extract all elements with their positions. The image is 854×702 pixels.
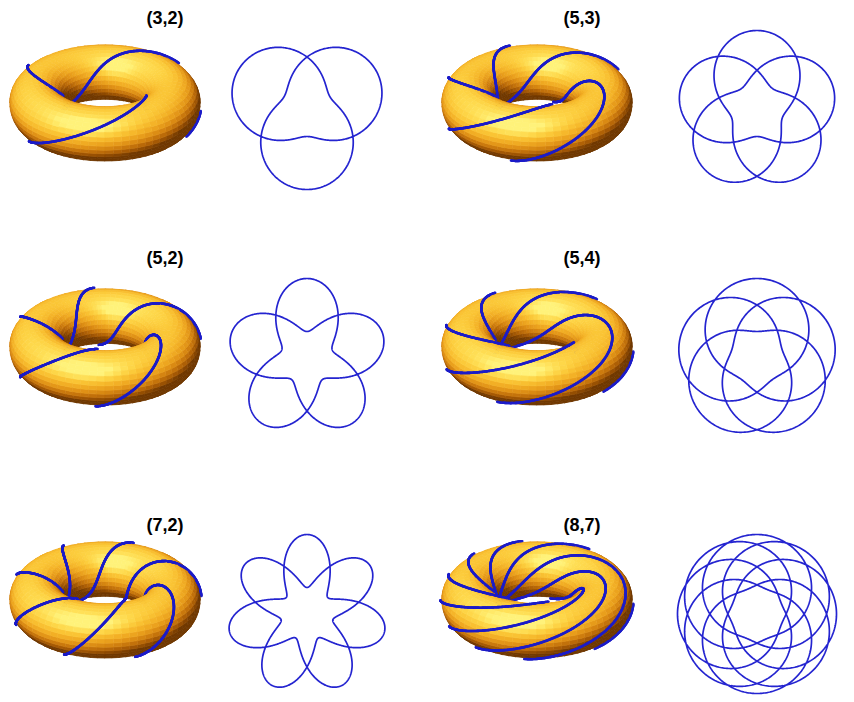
knot-curve	[186, 136, 187, 137]
torus-surface	[129, 130, 137, 136]
torus-surface	[97, 142, 105, 147]
torus-surface	[90, 123, 98, 128]
knot-figure	[442, 31, 835, 183]
torus-surface	[136, 129, 144, 135]
torus-surface	[105, 112, 112, 115]
torus-surface	[100, 57, 105, 61]
torus-surface	[105, 137, 113, 142]
knot-curve	[178, 63, 179, 64]
torus-surface	[97, 137, 105, 142]
torus-surface	[113, 137, 121, 142]
torus-illustration	[442, 45, 632, 161]
torus-surface	[105, 115, 112, 119]
torus-surface	[98, 85, 102, 89]
torus-surface	[105, 150, 113, 154]
torus-illustration	[10, 45, 201, 161]
torus-surface	[65, 129, 73, 135]
torus-surface	[98, 119, 105, 123]
plane-projection	[232, 47, 382, 189]
torus-surface	[97, 132, 105, 137]
torus-surface	[113, 132, 121, 137]
torus-surface	[105, 132, 113, 137]
torus-surface	[101, 71, 105, 76]
torus-surface	[98, 76, 102, 81]
torus-surface	[97, 150, 105, 154]
torus-surface	[112, 123, 120, 128]
torus-surface	[97, 146, 105, 150]
torus-surface	[105, 71, 109, 76]
torus-surface	[105, 50, 111, 53]
torus-surface	[109, 76, 113, 81]
torus-surface	[113, 127, 121, 132]
torus-surface	[109, 89, 113, 93]
torus-surface	[121, 131, 129, 137]
torus-surface	[105, 146, 113, 150]
torus-surface	[105, 66, 109, 71]
torus-surface	[105, 92, 109, 95]
torus-surface	[100, 54, 105, 58]
torus-surface	[105, 142, 113, 147]
torus-surface	[98, 112, 105, 115]
torus-surface	[101, 92, 105, 95]
torus-surface	[98, 89, 102, 93]
torus-surface	[101, 80, 105, 84]
torus-surface	[98, 115, 105, 119]
torus-surface	[105, 128, 113, 133]
torus-surface	[105, 84, 109, 88]
torus-surface	[101, 88, 105, 92]
torus-surface	[94, 80, 98, 85]
torus-surface	[105, 54, 110, 58]
torus-surface	[99, 50, 105, 53]
knot-figure	[10, 45, 382, 190]
torus-surface	[112, 80, 116, 85]
torus-surface	[98, 80, 102, 85]
torus-surface	[105, 80, 109, 84]
torus-surface	[89, 137, 97, 142]
torus-surface	[101, 75, 105, 80]
torus-surface	[109, 80, 113, 85]
torus-surface	[105, 75, 109, 80]
torus-surface	[101, 84, 105, 88]
torus-surface	[109, 85, 113, 89]
knot-projection	[232, 47, 382, 189]
torus-surface	[105, 88, 109, 92]
